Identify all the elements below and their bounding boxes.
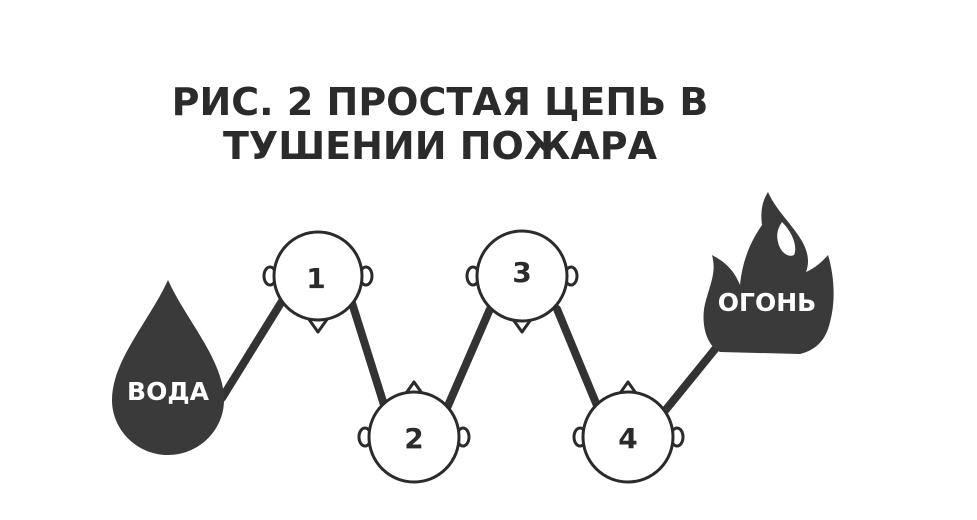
person-3-label: 3 <box>512 256 531 289</box>
connector-4-fire <box>660 339 724 416</box>
connector-3-4 <box>553 305 602 412</box>
title-line-2: ТУШЕНИИ ПОЖАРА <box>222 124 658 168</box>
person-1-head <box>272 230 364 322</box>
water-drop-icon <box>112 280 224 455</box>
person-3-head <box>475 229 569 323</box>
person-4-head <box>581 390 675 484</box>
person-4: 4 <box>572 380 685 484</box>
connector-1-2 <box>348 299 389 412</box>
person-1-label: 1 <box>306 262 325 295</box>
connector-water-1 <box>218 294 288 402</box>
title-line-1: РИС. 2 ПРОСТАЯ ЦЕПЬ В <box>171 80 709 124</box>
person-2-label: 2 <box>404 422 423 455</box>
person-2-head <box>367 390 461 484</box>
person-1: 1 <box>262 230 374 334</box>
fire-label: ОГОНЬ <box>718 288 816 317</box>
water-label: ВОДА <box>127 377 210 406</box>
connector-2-3 <box>443 305 494 412</box>
person-2: 2 <box>357 380 471 484</box>
fire-inner-flame <box>777 222 796 256</box>
diagram-title: РИС. 2 ПРОСТАЯ ЦЕПЬ В ТУШЕНИИ ПОЖАРА <box>0 80 880 168</box>
person-3: 3 <box>465 229 579 334</box>
fire-icon <box>703 192 834 354</box>
person-4-label: 4 <box>618 422 637 455</box>
